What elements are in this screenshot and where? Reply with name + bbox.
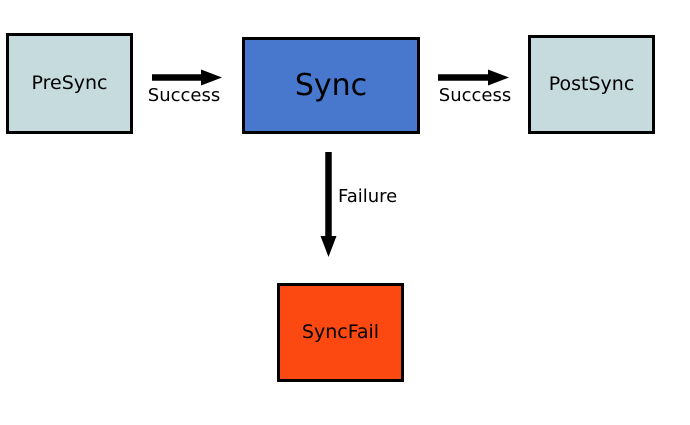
edge-label-presync-sync: Success: [147, 85, 221, 106]
arrow-presync-to-sync-head: [201, 69, 222, 86]
node-presync: PreSync: [6, 33, 133, 134]
arrow-sync-to-syncfail-head: [320, 236, 337, 257]
arrow-sync-to-postsync: [438, 69, 509, 86]
node-sync: Sync: [242, 37, 420, 134]
node-syncfail-label: SyncFail: [301, 321, 380, 344]
arrow-sync-to-syncfail: [320, 152, 337, 257]
edge-label-sync-syncfail: Failure: [338, 186, 398, 207]
arrow-presync-to-sync: [152, 69, 222, 86]
node-postsync: PostSync: [528, 35, 655, 134]
node-presync-label: PreSync: [31, 72, 108, 95]
edge-label-sync-postsync: Success: [438, 85, 512, 106]
node-syncfail: SyncFail: [277, 283, 404, 382]
arrow-sync-to-postsync-head: [488, 69, 509, 86]
node-postsync-label: PostSync: [548, 73, 635, 96]
node-sync-label: Sync: [294, 67, 368, 103]
